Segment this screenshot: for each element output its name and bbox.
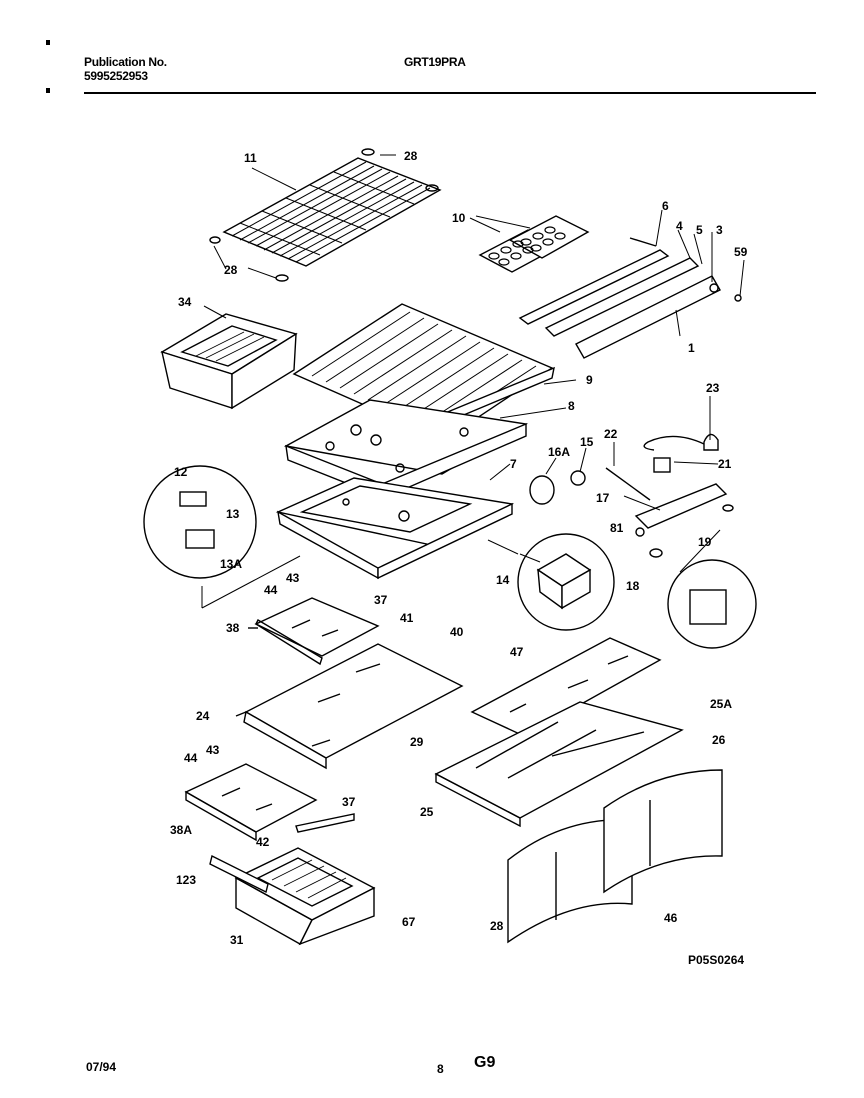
callout-37: 37 [374, 593, 388, 607]
callout-25a: 25A [710, 697, 732, 711]
callout-123: 123 [176, 873, 196, 887]
footer-section: G9 [474, 1054, 496, 1071]
callout-42: 42 [256, 835, 270, 849]
callout-46: 46 [664, 911, 678, 925]
publication-number: 5995252953 [84, 69, 148, 83]
wire-shelf [222, 157, 442, 267]
pan-frame [275, 477, 515, 580]
large-glass-shelf [235, 643, 464, 770]
publication-label: Publication No. [84, 55, 167, 69]
callout-19: 19 [698, 535, 712, 549]
callout-31: 31 [230, 933, 244, 947]
thermostat-control [605, 433, 734, 558]
crisper-drawer-right [603, 769, 723, 894]
footer-date: 07/94 [86, 1060, 117, 1074]
inset-circle-dairy-door [143, 465, 257, 579]
light-socket [529, 470, 586, 505]
callout-34: 34 [178, 295, 192, 309]
callout-10: 10 [452, 211, 466, 225]
callout-4: 4 [676, 219, 683, 233]
scan-mark [46, 40, 50, 45]
crisper-glass-cover [470, 637, 662, 737]
callout-47: 47 [510, 645, 524, 659]
callout-43: 43 [286, 571, 300, 585]
footer-page-number: 8 [437, 1062, 444, 1076]
callout-12: 12 [174, 465, 188, 479]
callout-21: 21 [718, 457, 732, 471]
lower-glass-shelf [184, 763, 355, 842]
egg-trays [478, 215, 590, 273]
callout-6: 6 [662, 199, 669, 213]
meat-pan [209, 847, 376, 946]
callout-67: 67 [402, 915, 416, 929]
callout-26: 26 [712, 733, 726, 747]
screws [709, 283, 742, 302]
callout-16a: 16A [548, 445, 570, 459]
callout-38a: 38A [170, 823, 192, 837]
callout-25: 25 [420, 805, 434, 819]
callout-11: 11 [244, 151, 257, 165]
callout-43: 43 [206, 743, 220, 757]
callout-28: 28 [490, 919, 504, 933]
header-rule [84, 92, 816, 94]
callout-7: 7 [510, 457, 517, 471]
callout-22: 22 [604, 427, 618, 441]
small-glass-shelf [248, 597, 380, 666]
callout-41: 41 [400, 611, 414, 625]
figure-id: P05S0264 [688, 953, 744, 967]
callout-13a: 13A [220, 557, 242, 571]
callout-15: 15 [580, 435, 594, 449]
shelf-rails [518, 237, 721, 359]
callout-17: 17 [596, 491, 610, 505]
callout-37: 37 [342, 795, 356, 809]
deli-pan [160, 313, 298, 410]
callout-28: 28 [224, 263, 238, 277]
callout-38: 38 [226, 621, 240, 635]
callout-18: 18 [626, 579, 640, 593]
callout-3: 3 [716, 223, 723, 237]
crisper-cover-tray [283, 399, 529, 500]
callout-labels: 11 28 28 10 6 4 5 3 59 1 34 9 8 23 22 15… [170, 149, 748, 967]
callout-59: 59 [734, 245, 748, 259]
model-number: GRT19PRA [404, 55, 466, 69]
inset-circle-light [517, 533, 615, 631]
callout-14: 14 [496, 573, 510, 587]
scan-mark [46, 88, 50, 93]
crisper-frame [434, 701, 684, 828]
callout-1: 1 [688, 341, 695, 355]
callout-29: 29 [410, 735, 424, 749]
callout-81: 81 [610, 521, 624, 535]
callout-40: 40 [450, 625, 464, 639]
callout-9: 9 [586, 373, 593, 387]
callout-24: 24 [196, 709, 210, 723]
callout-28: 28 [404, 149, 418, 163]
callout-lines [201, 154, 745, 609]
callout-44: 44 [184, 751, 198, 765]
callout-5: 5 [696, 223, 703, 237]
inset-circle-switch [667, 559, 757, 649]
callout-44: 44 [264, 583, 278, 597]
crisper-drawer-left [507, 818, 633, 944]
callout-13: 13 [226, 507, 240, 521]
callout-23: 23 [706, 381, 720, 395]
callout-8: 8 [568, 399, 575, 413]
